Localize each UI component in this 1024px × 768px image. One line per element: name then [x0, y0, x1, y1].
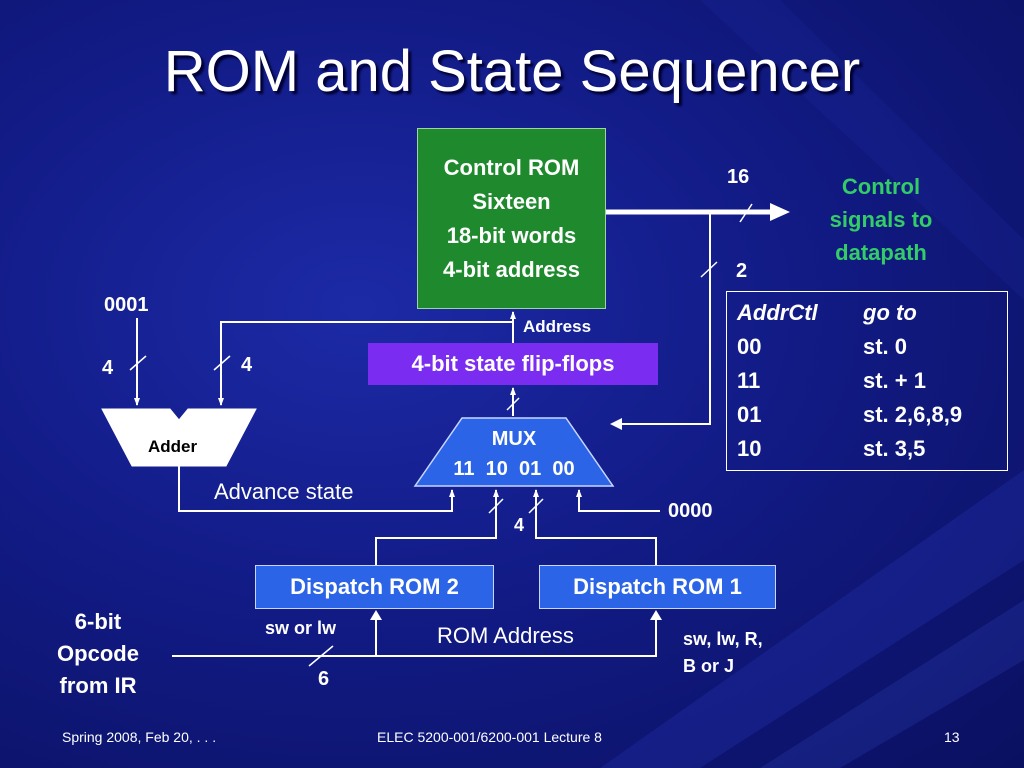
- slide-title: ROM and State Sequencer: [163, 39, 861, 104]
- opcode-line-2: Opcode: [57, 641, 139, 666]
- addrctl-code: 00: [737, 334, 762, 359]
- dispatch-rom-1-note-line-2: B or J: [683, 656, 735, 676]
- addrctl-code: 11: [737, 368, 761, 393]
- adder-input-left-width: 4: [102, 357, 114, 379]
- addrctl-width-tick: [700, 261, 718, 278]
- page-number: 13: [944, 729, 960, 745]
- dispatch-rom-1-output-wire: [533, 489, 657, 565]
- addrctl-wire: [615, 212, 711, 425]
- dispatch-rom-2-note: sw or lw: [265, 618, 337, 638]
- constant-0001: 0001: [104, 294, 149, 316]
- addrctl-header-col-2: go to: [863, 300, 917, 325]
- dispatch-rom-1-note: sw, lw, R, B or J: [683, 626, 763, 680]
- addrctl-header-col-1: AddrCtl: [737, 300, 818, 325]
- control-rom-line-2: Sixteen: [472, 188, 551, 214]
- opcode-width: 6: [318, 668, 330, 690]
- addrctl-code: 01: [737, 402, 762, 427]
- constant-zero-wire: [576, 489, 660, 512]
- opcode-bus: [172, 612, 657, 657]
- opcode-line-3: from IR: [59, 673, 137, 698]
- dispatch-rom-2-output-wire: [375, 489, 499, 565]
- control-rom-line-3: 18-bit words: [446, 222, 577, 248]
- mux-label: MUX: [491, 428, 537, 450]
- addrctl-table: AddrCtl go to 00 st. 0 11 st. + 1 01 st.…: [726, 291, 1008, 471]
- control-rom: Control ROM Sixteen 18-bit words 4-bit a…: [417, 128, 606, 309]
- control-signals-line-1: Control: [841, 174, 921, 199]
- dispatch-rom-1-note-line-1: sw, lw, R,: [683, 629, 763, 649]
- control-rom-line-1: Control ROM: [443, 154, 580, 180]
- state-feedback-wire: [218, 321, 513, 406]
- control-bus-arrowhead: [770, 203, 790, 221]
- advance-state-wire: [178, 466, 455, 512]
- footer-course: ELEC 5200-001/6200-001 Lecture 8: [377, 729, 602, 745]
- state-flip-flops: 4-bit state flip-flops: [368, 343, 658, 385]
- control-signals-line-2: signals to: [829, 207, 933, 232]
- dispatch-mux-width: 4: [514, 515, 525, 535]
- address-label: Address: [523, 317, 592, 336]
- adder-shape: [101, 408, 257, 467]
- control-signals-label: Control signals to datapath: [796, 170, 966, 269]
- opcode-source-label: 6-bit Opcode from IR: [38, 606, 158, 702]
- adder-label: Adder: [148, 437, 198, 456]
- adder-input-right-width: 4: [241, 354, 253, 376]
- mux-shape: [413, 417, 615, 487]
- addrctl-target: st. 0: [863, 334, 908, 359]
- addrctl-target: st. + 1: [863, 368, 926, 393]
- opcode-line-1: 6-bit: [74, 609, 122, 634]
- mux-input-labels: 11 10 01 00: [453, 458, 575, 480]
- constant-0000: 0000: [668, 500, 713, 522]
- control-bus-width: 16: [727, 166, 750, 188]
- addrctl-width: 2: [736, 260, 748, 282]
- addrctl-arrowhead: [610, 418, 622, 430]
- dispatch-rom-1: Dispatch ROM 1: [539, 565, 776, 609]
- advance-state-label: Advance state: [214, 479, 354, 504]
- addrctl-target: st. 2,6,8,9: [863, 402, 963, 427]
- addrctl-code: 10: [737, 436, 762, 461]
- footer-date: Spring 2008, Feb 20, . . .: [62, 729, 217, 745]
- control-bus-width-tick: [739, 203, 753, 223]
- rom-address-label: ROM Address: [437, 623, 574, 648]
- control-rom-line-4: 4-bit address: [443, 256, 580, 282]
- addrctl-target: st. 3,5: [863, 436, 926, 461]
- dispatch-rom-2: Dispatch ROM 2: [255, 565, 494, 609]
- control-signals-line-3: datapath: [835, 240, 927, 265]
